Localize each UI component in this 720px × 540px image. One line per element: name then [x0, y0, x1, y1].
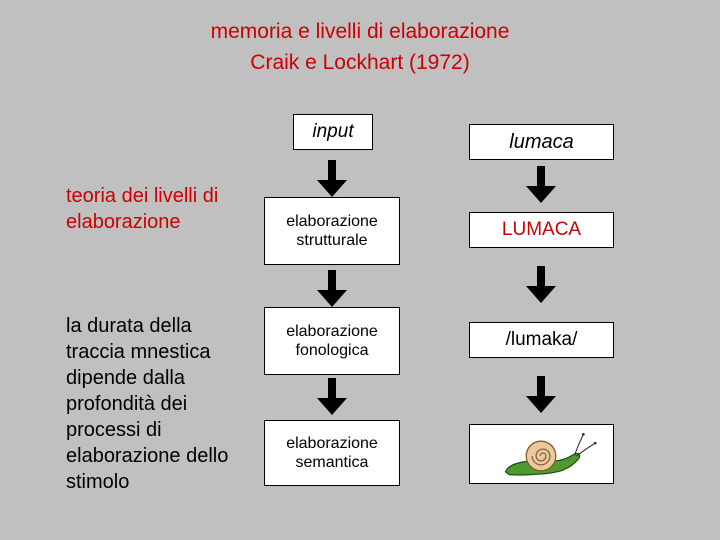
arrow-down-icon [317, 160, 347, 197]
structural-level-box: elaborazione strutturale [264, 197, 400, 265]
phonological-level-box: elaborazione fonologica [264, 307, 400, 375]
example-structural-word: LUMACA [501, 219, 582, 240]
diagram-title: memoria e livelli di elaborazione [210, 20, 510, 43]
arrow-down-icon [526, 166, 556, 203]
theory-heading: teoria dei livelli di elaborazione [66, 185, 219, 233]
example-phonological-box: /lumaka/ [469, 322, 614, 358]
input-label: input [312, 121, 354, 142]
semantic-level-box: elaborazione semantica [264, 420, 400, 486]
arrow-down-icon [317, 270, 347, 307]
example-structural-box: LUMACA [469, 212, 614, 248]
arrow-down-icon [526, 266, 556, 303]
example-phonological-word: /lumaka/ [505, 329, 578, 350]
arrow-down-icon [526, 376, 556, 413]
arrow-down-icon [317, 378, 347, 415]
semantic-level-label: elaborazione semantica [286, 434, 378, 471]
theory-description: la durata della traccia mnestica dipende… [66, 315, 229, 493]
example-semantic-box [469, 424, 614, 484]
structural-level-label: elaborazione strutturale [286, 212, 378, 249]
diagram-subtitle: Craik e Lockhart (1972) [250, 51, 470, 74]
snail-icon [504, 432, 597, 476]
input-box: input [293, 114, 373, 150]
example-input-box: lumaca [469, 124, 614, 160]
example-input-word: lumaca [509, 130, 574, 153]
phonological-level-label: elaborazione fonologica [286, 322, 378, 359]
